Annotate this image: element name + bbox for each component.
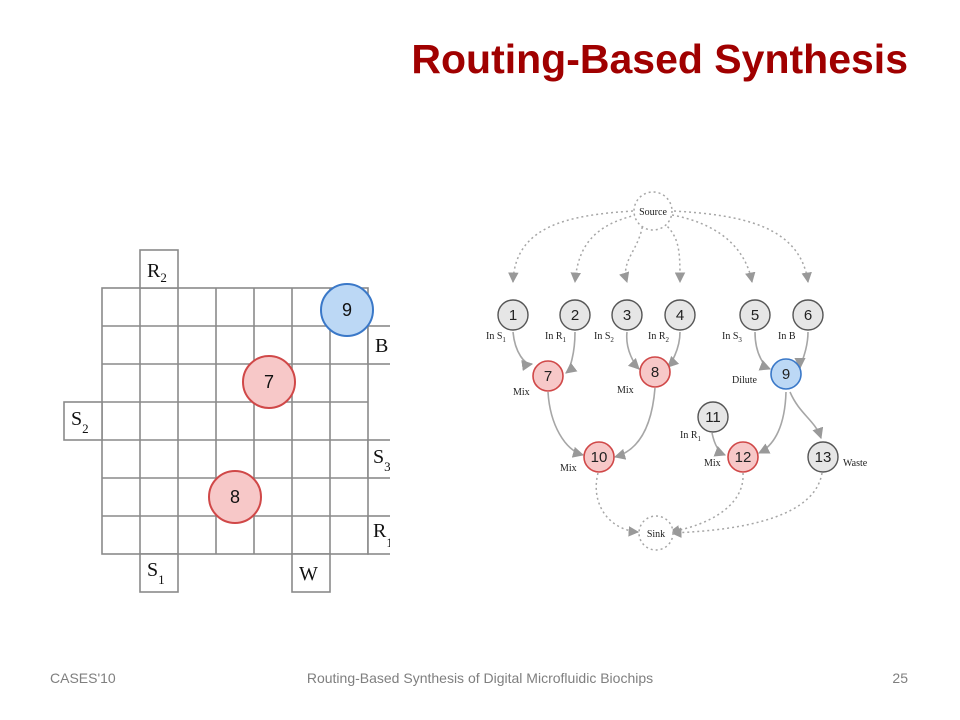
sequencing-graph: Source 1 2 3 4 5 6 7 8 9 11 10 12 13 Sin…	[486, 191, 868, 551]
node-label-5: 5	[751, 307, 759, 324]
node-label-13: 13	[815, 449, 832, 466]
node-13	[807, 441, 839, 473]
node-label-11: 11	[705, 409, 721, 426]
node-7	[532, 360, 564, 392]
edge-3-8	[625, 331, 640, 370]
port-label-r2: R2	[147, 260, 167, 285]
node-label-9: 9	[782, 366, 790, 383]
node-10	[583, 441, 615, 473]
port-cell-s1	[139, 553, 179, 593]
node-label-2: 2	[571, 307, 579, 324]
label-in-r1: In R1	[545, 331, 567, 344]
page-number: 25	[892, 670, 908, 686]
node-label-sink: Sink	[647, 529, 665, 540]
edge-4-8	[667, 331, 681, 368]
node-9	[770, 358, 802, 390]
port-label-s2: S2	[71, 408, 89, 436]
edge-8-10	[613, 387, 656, 460]
node-sink	[638, 515, 674, 551]
footer-paper-title: Routing-Based Synthesis of Digital Micro…	[306, 670, 654, 686]
label-waste: Waste	[843, 458, 868, 469]
edge-9-13	[789, 391, 824, 440]
edge-7-10	[547, 391, 585, 458]
port-label-s3: S3	[373, 446, 390, 474]
edge-source-2	[570, 214, 637, 284]
label-in-s1: In S1	[486, 331, 506, 344]
port-cell-r2	[139, 249, 179, 289]
edge-12-sink	[668, 472, 744, 536]
node-8	[639, 356, 671, 388]
label-in-b: In B	[778, 331, 796, 342]
edge-10-sink	[595, 472, 640, 537]
label-mix-12: Mix	[704, 458, 721, 469]
node-label-8: 8	[651, 364, 659, 381]
edge-6-9	[794, 331, 809, 370]
node-label-12: 12	[735, 449, 752, 466]
node-6	[792, 299, 824, 331]
node-label-3: 3	[623, 307, 631, 324]
node-label-7: 7	[544, 368, 552, 385]
node-label-source: Source	[639, 207, 667, 218]
edge-source-6	[673, 210, 812, 284]
node-source	[633, 191, 673, 231]
port-cell-b	[367, 325, 390, 365]
node-label-4: 4	[676, 307, 684, 324]
port-cell-s2	[63, 401, 103, 441]
port-label-w: W	[299, 563, 318, 585]
port-label-s1: S1	[147, 559, 165, 587]
microfluidic-grid: R2 B S2 S3 R1 S1 W 9 7 8	[63, 249, 390, 593]
edge-source-5	[671, 214, 756, 284]
node-label-10: 10	[591, 449, 608, 466]
edge-11-12	[711, 432, 727, 457]
label-dilute: Dilute	[732, 375, 758, 386]
droplet-7	[242, 355, 296, 409]
node-11	[697, 401, 729, 433]
edge-13-sink	[670, 472, 823, 538]
footer-conference: CASES'10	[50, 670, 116, 686]
port-cell-w	[291, 553, 331, 593]
edge-5-9	[754, 331, 772, 371]
label-in-s3: In S3	[722, 331, 742, 344]
label-mix-10: Mix	[560, 463, 577, 474]
label-in-r2: In R2	[648, 331, 670, 344]
node-2	[559, 299, 591, 331]
droplet-8	[208, 470, 262, 524]
edge-source-3	[619, 221, 644, 284]
node-3	[611, 299, 643, 331]
edge-9-12	[757, 391, 787, 454]
port-label-r1: R1	[373, 520, 390, 550]
droplet-label-9: 9	[342, 300, 352, 320]
port-cell-r1	[367, 515, 390, 555]
edge-1-7	[512, 331, 534, 371]
droplet-label-8: 8	[230, 487, 240, 507]
edge-source-4	[659, 219, 686, 284]
slide-title: Routing-Based Synthesis	[411, 36, 908, 82]
node-12	[727, 441, 759, 473]
port-cell-s3	[367, 439, 390, 479]
edge-source-1	[508, 210, 634, 284]
edge-2-7	[565, 331, 578, 374]
node-1	[497, 299, 529, 331]
port-label-b: B	[375, 335, 388, 357]
label-in-s2: In S2	[594, 331, 614, 344]
droplet-label-7: 7	[264, 372, 274, 392]
node-label-6: 6	[804, 307, 812, 324]
label-mix-8: Mix	[617, 385, 634, 396]
droplet-9	[320, 283, 374, 337]
label-mix-7: Mix	[513, 387, 530, 398]
node-label-1: 1	[509, 307, 517, 324]
label-in-r1-b: In R1	[680, 430, 702, 443]
node-4	[664, 299, 696, 331]
node-5	[739, 299, 771, 331]
